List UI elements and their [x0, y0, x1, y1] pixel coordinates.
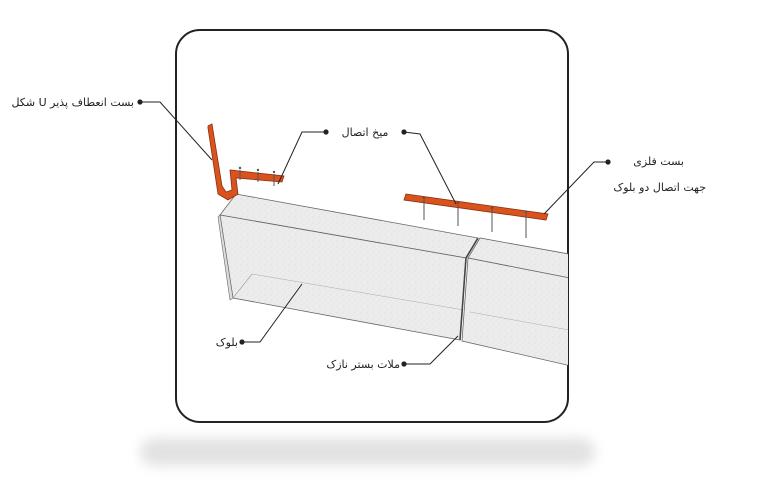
label-block: بلوک	[215, 336, 238, 349]
leader-dots	[137, 99, 611, 367]
metal-clip	[403, 193, 549, 238]
blurred-caption	[140, 438, 595, 466]
leader-lines	[140, 101, 608, 365]
label-flexible-clip: بست انعطاف پذیر U شکل	[11, 96, 134, 109]
leader-mortar	[404, 335, 459, 365]
block-right	[461, 237, 568, 369]
block-right-front	[461, 257, 568, 369]
mortar-joint	[459, 237, 479, 341]
label-metal-clip-line1: بست فلزی	[633, 155, 684, 168]
leader-nail-2	[403, 131, 457, 205]
leader-flexible-clip	[140, 101, 213, 161]
leader-nail	[277, 131, 326, 185]
label-nail: میخ اتصال	[341, 126, 389, 139]
label-mortar: ملات بستر نازک	[326, 358, 400, 371]
label-metal-clip-line2: جهت اتصال دو بلوک	[613, 181, 706, 194]
leader-metal-clip	[543, 161, 608, 215]
u-clip	[207, 123, 285, 201]
leader-block	[242, 283, 303, 343]
block-left-end	[217, 214, 234, 301]
